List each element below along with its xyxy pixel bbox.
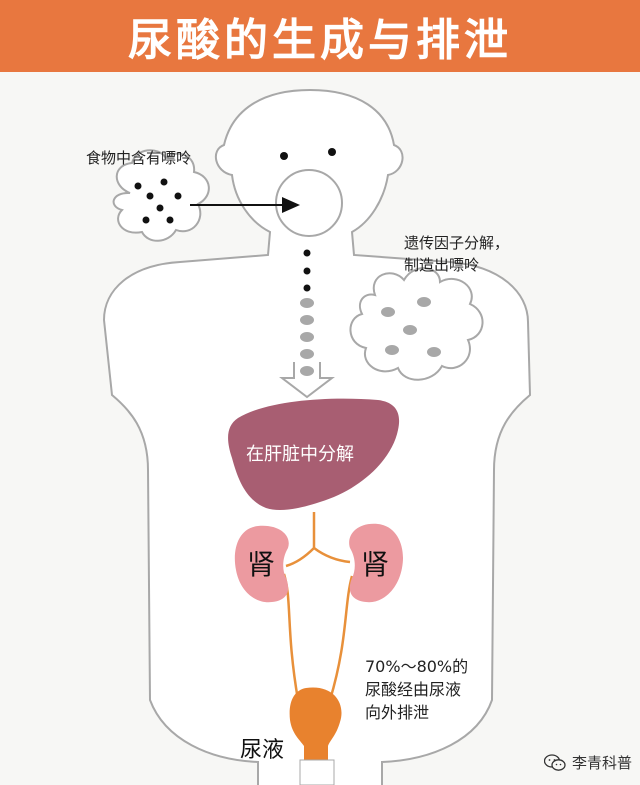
down-arrow	[279, 362, 335, 399]
excretion-label-line3: 向外排泄	[365, 703, 430, 722]
purine-dot-gray	[417, 297, 431, 307]
food-purine-label: 食物中含有嘌呤	[86, 149, 192, 167]
left-eye	[280, 152, 288, 160]
header-banner: 尿酸的生成与排泄	[0, 0, 640, 72]
kidney-right	[349, 523, 403, 603]
liver	[228, 398, 400, 510]
purine-dot-gray	[427, 347, 441, 357]
vessel-left	[285, 512, 316, 568]
purine-dot	[174, 192, 182, 200]
kidney-left	[234, 525, 289, 603]
throat-dot-dark	[303, 249, 311, 257]
mouth-circle	[275, 169, 343, 237]
bladder	[289, 687, 342, 768]
throat-dot-gray	[300, 366, 314, 376]
genetic-label-line1: 遗传因子分解，	[404, 234, 510, 252]
excretion-label-line2: 尿酸经由尿液	[365, 680, 462, 699]
excretion-label: 70%～80%的 尿酸经由尿液 向外排泄	[365, 655, 468, 724]
wechat-icon	[543, 753, 566, 771]
right-eye	[328, 148, 336, 156]
throat-dot-dark	[303, 267, 311, 275]
urethra-base	[299, 759, 335, 785]
kidney-right-label: 肾	[361, 548, 390, 581]
liver-label: 在肝脏中分解	[246, 444, 354, 465]
purine-dot	[160, 178, 168, 186]
purine-dot	[156, 204, 164, 212]
throat-dot-gray	[300, 298, 314, 308]
purine-dot	[146, 192, 154, 200]
genetic-label-line2: 制造出嘌呤	[404, 256, 480, 274]
page-title: 尿酸的生成与排泄	[128, 15, 512, 66]
genetic-cloud	[349, 267, 484, 381]
purine-dot-gray	[381, 307, 395, 317]
purine-dot-gray	[385, 345, 399, 355]
throat-dot-gray	[300, 349, 314, 359]
throat-dot-gray	[300, 332, 314, 342]
ureter-right	[328, 575, 354, 701]
food-arrow-head	[282, 197, 300, 213]
purine-dot	[142, 216, 150, 224]
throat-dot-dark	[303, 284, 311, 292]
uric-acid-diagram	[102, 88, 532, 785]
throat-dot-gray	[300, 315, 314, 325]
watermark: 李青科普	[543, 752, 632, 773]
purine-dot-gray	[403, 325, 417, 335]
watermark-text: 李青科普	[571, 754, 632, 772]
purine-dot	[166, 216, 174, 224]
vessel-right	[313, 546, 351, 564]
genetic-label: 遗传因子分解， 制造出嘌呤	[404, 232, 509, 276]
kidney-left-label: 肾	[247, 548, 276, 581]
excretion-label-line1: 70%～80%的	[365, 657, 469, 676]
urine-label: 尿液	[240, 738, 285, 763]
purine-dot	[134, 182, 142, 190]
